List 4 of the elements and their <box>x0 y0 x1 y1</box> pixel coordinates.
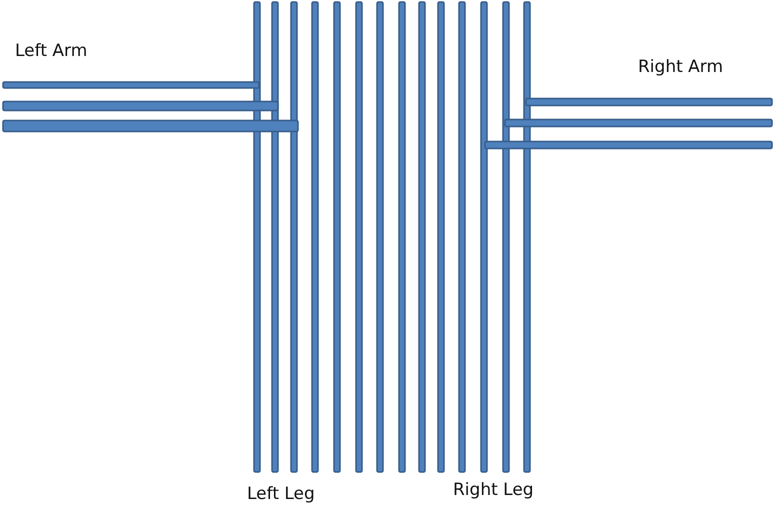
body-part-label: Right Leg <box>453 482 534 499</box>
body-part-label: Left Leg <box>247 486 315 503</box>
body-part-label: Right Arm <box>638 59 724 76</box>
body-part-label: Left Arm <box>15 43 88 60</box>
